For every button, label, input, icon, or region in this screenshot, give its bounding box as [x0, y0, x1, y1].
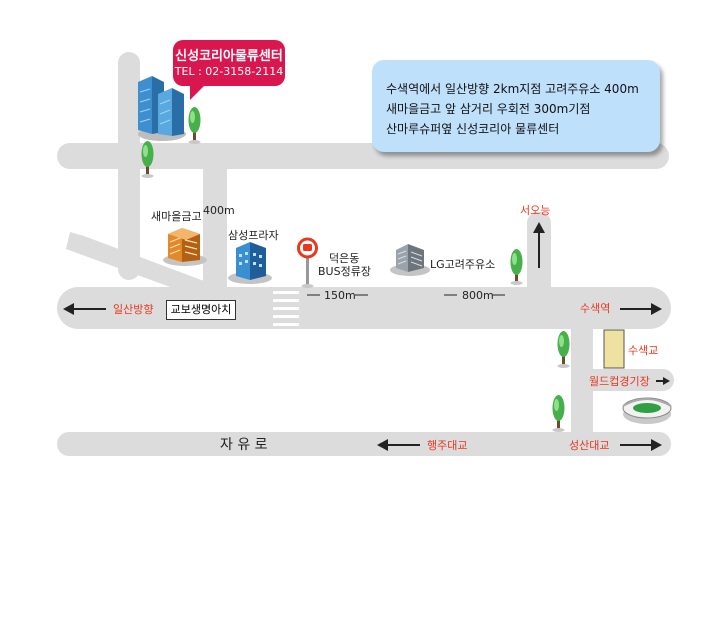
company-tel: TEL : 02-3158-2114: [174, 65, 284, 78]
stadium-icon: [622, 397, 672, 424]
gas-station-icon: [390, 244, 430, 276]
bus-stop-icon: [297, 237, 318, 288]
road-vertical-400m: [203, 160, 227, 295]
tree-icon: [141, 141, 154, 178]
company-callout: 신성코리아물류센터 TEL : 02-3158-2114: [173, 40, 285, 86]
arrow-left-icon: [63, 303, 106, 315]
arrow-up-icon: [533, 222, 545, 268]
road-right-vertical: [571, 320, 593, 444]
label-seongsan-bridge: 성산대교: [569, 439, 610, 452]
arrow-right-icon: [620, 303, 662, 315]
arrow-right-icon: [620, 439, 662, 451]
label-world-cup-stadium: 월드컵경기장: [589, 375, 650, 388]
label-saemaul-bank: 새마을금고: [151, 210, 202, 223]
label-haengju-bridge: 행주대교: [427, 439, 468, 452]
company-name: 신성코리아물류센터: [175, 49, 283, 64]
office-tower-icon: [138, 76, 186, 141]
arrow-right-icon: [656, 377, 670, 385]
directions-callout: 수색역에서 일산방향 2km지점 고려주유소 400m 새마을금고 앞 삼거리 …: [372, 60, 660, 152]
label-bus-stop-2: BUS정류장: [318, 265, 371, 278]
callout-tail: [190, 86, 204, 100]
label-susaek-station: 수색역: [580, 302, 611, 315]
label-seoreung: 서오능: [520, 204, 551, 217]
direction-line: 새마을금고 앞 삼거리 우회전 300m기점: [386, 102, 591, 116]
label-bus-stop-1: 덕은동: [329, 252, 360, 265]
road-main: [57, 287, 671, 329]
road-jayuro: [57, 432, 671, 456]
road-diagonal: [66, 232, 212, 300]
label-lg-station: LG고려주유소: [430, 258, 496, 271]
bank-building-icon: [163, 228, 207, 266]
bridge-icon: [603, 329, 625, 369]
arrow-left-icon: [377, 439, 420, 451]
road-left-vertical: [118, 52, 140, 280]
label-samsung-plaza: 삼성프라자: [228, 229, 279, 242]
label-susaekgyo: 수색교: [628, 344, 659, 357]
crosswalk-icon: [272, 288, 300, 328]
label-distance-400m: 400m: [203, 204, 235, 217]
direction-line: 수색역에서 일산방향 2km지점 고려주유소 400m: [386, 82, 639, 96]
tree-icon: [510, 249, 523, 285]
tree-icon: [188, 107, 201, 144]
tree-icon: [552, 395, 565, 432]
label-ilsan-direction: 일산방향: [113, 303, 154, 316]
road-worldcup: [588, 369, 674, 391]
direction-line: 산마루슈퍼옆 신성코리아 물류센터: [386, 122, 560, 136]
label-jayuro: 자 유 로: [220, 437, 268, 453]
label-distance-150m: 150m: [324, 289, 356, 302]
label-kyobo-arch: 교보생명아치: [166, 300, 236, 320]
tree-icon: [557, 331, 570, 368]
plaza-building-icon: [228, 242, 272, 284]
label-distance-800m: 800m: [462, 289, 494, 302]
